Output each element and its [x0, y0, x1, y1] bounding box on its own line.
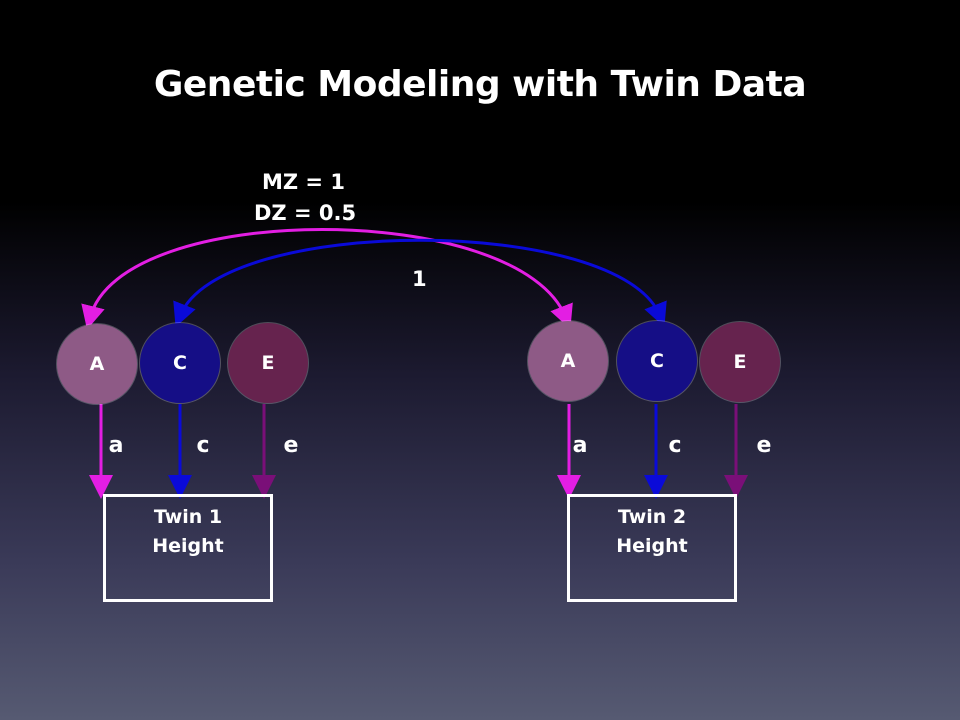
twin1-c-factor: C [140, 323, 220, 403]
twin2-a-path-label: a [572, 433, 588, 458]
c-correlation-arc [173, 238, 667, 328]
twin2-e-path-label: e [756, 433, 772, 458]
c-correlation-label: 1 [412, 267, 427, 291]
twin2-box-line2: Height [616, 535, 688, 557]
twin1-box-line2: Height [152, 535, 224, 557]
twin1-e-factor: E [228, 323, 308, 403]
twin1-e-path-label: e [283, 433, 299, 458]
twin1-height-box: Twin 1 Height [103, 494, 273, 602]
page-title: Genetic Modeling with Twin Data [153, 64, 807, 105]
twin2-e-factor: E [700, 322, 780, 402]
twin1-a-path-label: a [108, 433, 124, 458]
twin2-c-path-label: c [668, 433, 682, 458]
mz-correlation-label: MZ = 1 [262, 170, 345, 194]
dz-correlation-label: DZ = 0.5 [254, 201, 357, 225]
a-correlation-arc [81, 228, 573, 330]
twin2-c-factor: C [617, 321, 697, 401]
twin1-a-factor: A [57, 324, 137, 404]
twin2-height-box: Twin 2 Height [567, 494, 737, 602]
twin1-c-path-label: c [196, 433, 210, 458]
twin1-box-line1: Twin 1 [153, 506, 223, 528]
twin2-box-line1: Twin 2 [617, 506, 687, 528]
twin2-a-factor: A [528, 321, 608, 401]
